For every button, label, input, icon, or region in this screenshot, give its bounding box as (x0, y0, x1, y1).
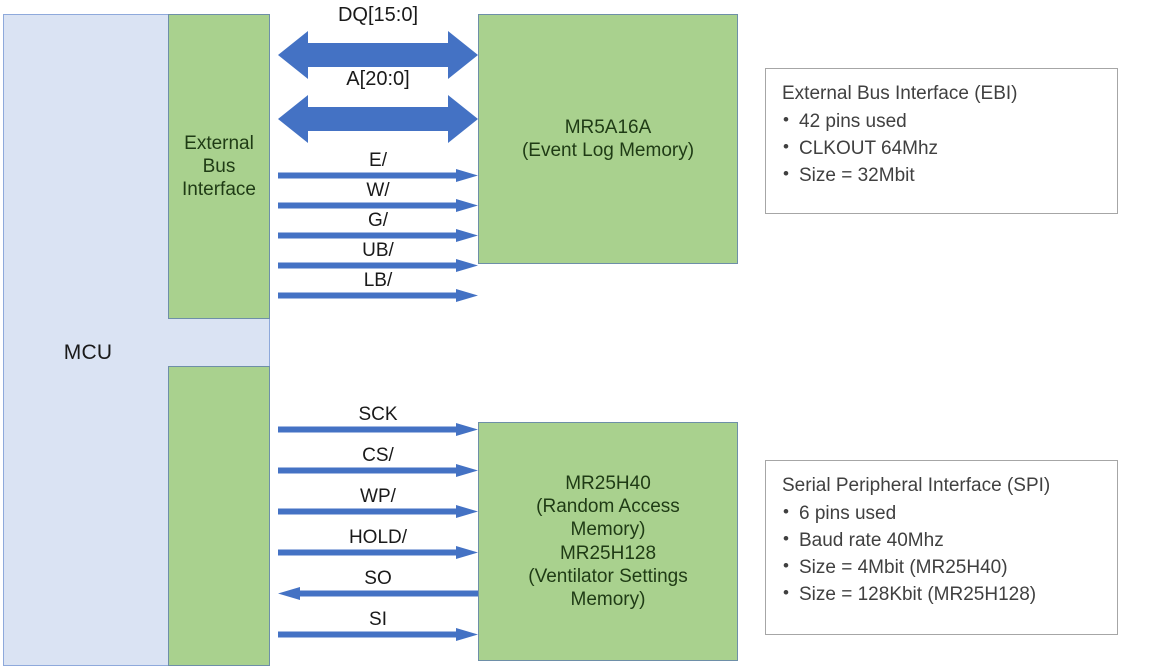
mr5a16a-label: MR5A16A (Event Log Memory) (522, 116, 694, 162)
ebi-label-line-2: Bus (202, 155, 236, 177)
signal-label-dq: DQ[15:0] (337, 4, 419, 26)
info-box-spi-title: Serial Peripheral Interface (SPI) (782, 475, 1051, 496)
mr25h-line-5: (Ventilator Settings (528, 565, 688, 587)
arrow-right-e (278, 169, 478, 182)
info-box-ebi-bullet-1: 42 pins used (782, 108, 1101, 136)
ebi-label-line-3: Interface (182, 179, 256, 201)
info-box-spi: Serial Peripheral Interface (SPI) 6 pins… (765, 460, 1118, 635)
info-box-spi-bullet-4: Size = 128Kbit (MR25H128) (782, 581, 1101, 609)
signal-label-sck: SCK (358, 404, 398, 425)
signal-row-cs: CS/ (278, 445, 478, 477)
signal-row-wp: WP/ (278, 486, 478, 518)
mr25h-line-2: (Random Access (536, 496, 680, 518)
mcu-label: MCU (63, 341, 113, 364)
mr5a16a-line-1: MR5A16A (564, 116, 652, 138)
arrow-right-w (278, 199, 478, 212)
signal-row-w: W/ (278, 180, 478, 212)
signal-label-g: G/ (367, 210, 389, 231)
signal-row-e: E/ (278, 150, 478, 182)
mr25h-label: MR25H40 (Random Access Memory) MR25H128 … (528, 472, 687, 611)
info-box-spi-bullet-2: Baud rate 40Mhz (782, 527, 1101, 555)
arrow-right-cs (278, 464, 478, 477)
ebi-block-label: External Bus Interface (182, 132, 256, 202)
ebi-label-line-1: External (184, 132, 254, 154)
external-bus-interface-block: External Bus Interface (168, 14, 270, 319)
signal-label-hold: HOLD/ (348, 527, 408, 548)
info-box-ebi-list: 42 pins used CLKOUT 64Mhz Size = 32Mbit (782, 108, 1101, 190)
memory-block-mr5a16a: MR5A16A (Event Log Memory) (478, 14, 738, 264)
signal-row-ub: UB/ (278, 240, 478, 272)
arrow-right-hold (278, 546, 478, 559)
signal-label-cs: CS/ (362, 445, 394, 466)
info-box-ebi-title: External Bus Interface (EBI) (782, 83, 1018, 104)
info-box-spi-list: 6 pins used Baud rate 40Mhz Size = 4Mbit… (782, 500, 1101, 609)
arrow-right-wp (278, 505, 478, 518)
signal-label-e: E/ (369, 150, 387, 171)
signal-row-lb: LB/ (278, 270, 478, 302)
signal-label-si: SI (369, 609, 387, 630)
signal-label-wp: WP/ (360, 486, 396, 507)
signal-row-sck: SCK (278, 404, 478, 436)
signal-label-a: A[20:0] (346, 68, 410, 90)
signal-label-w: W/ (366, 180, 390, 201)
signal-row-si: SI (278, 609, 478, 641)
arrow-right-sck (278, 423, 478, 436)
signal-label-ub: UB/ (362, 240, 394, 261)
signal-label-so: SO (364, 568, 392, 589)
memory-block-mr25h: MR25H40 (Random Access Memory) MR25H128 … (478, 422, 738, 661)
mr25h-line-6: Memory) (570, 588, 646, 610)
arrow-right-ub (278, 259, 478, 272)
signal-row-hold: HOLD/ (278, 527, 478, 559)
mr25h-line-1: MR25H40 (565, 472, 651, 494)
arrow-right-lb (278, 289, 478, 302)
mr5a16a-line-2: (Event Log Memory) (521, 140, 695, 161)
info-box-spi-bullet-3: Size = 4Mbit (MR25H40) (782, 554, 1101, 582)
mr25h-line-4: MR25H128 (559, 542, 657, 564)
spi-interface-block (168, 366, 270, 666)
info-box-ebi-bullet-2: CLKOUT 64Mhz (782, 135, 1101, 163)
arrow-bidirectional-dq (278, 28, 478, 82)
mr25h-line-3: Memory) (570, 519, 646, 541)
info-box-ebi-bullet-3: Size = 32Mbit (782, 162, 1101, 190)
arrow-right-g (278, 229, 478, 242)
arrow-left-so (278, 587, 478, 600)
arrow-right-si (278, 628, 478, 641)
arrow-bidirectional-a (278, 92, 478, 146)
info-box-ebi: External Bus Interface (EBI) 42 pins use… (765, 68, 1118, 214)
signal-row-so: SO (278, 568, 478, 600)
info-box-spi-bullet-1: 6 pins used (782, 500, 1101, 528)
signal-label-lb: LB/ (363, 270, 393, 291)
signal-row-g: G/ (278, 210, 478, 242)
